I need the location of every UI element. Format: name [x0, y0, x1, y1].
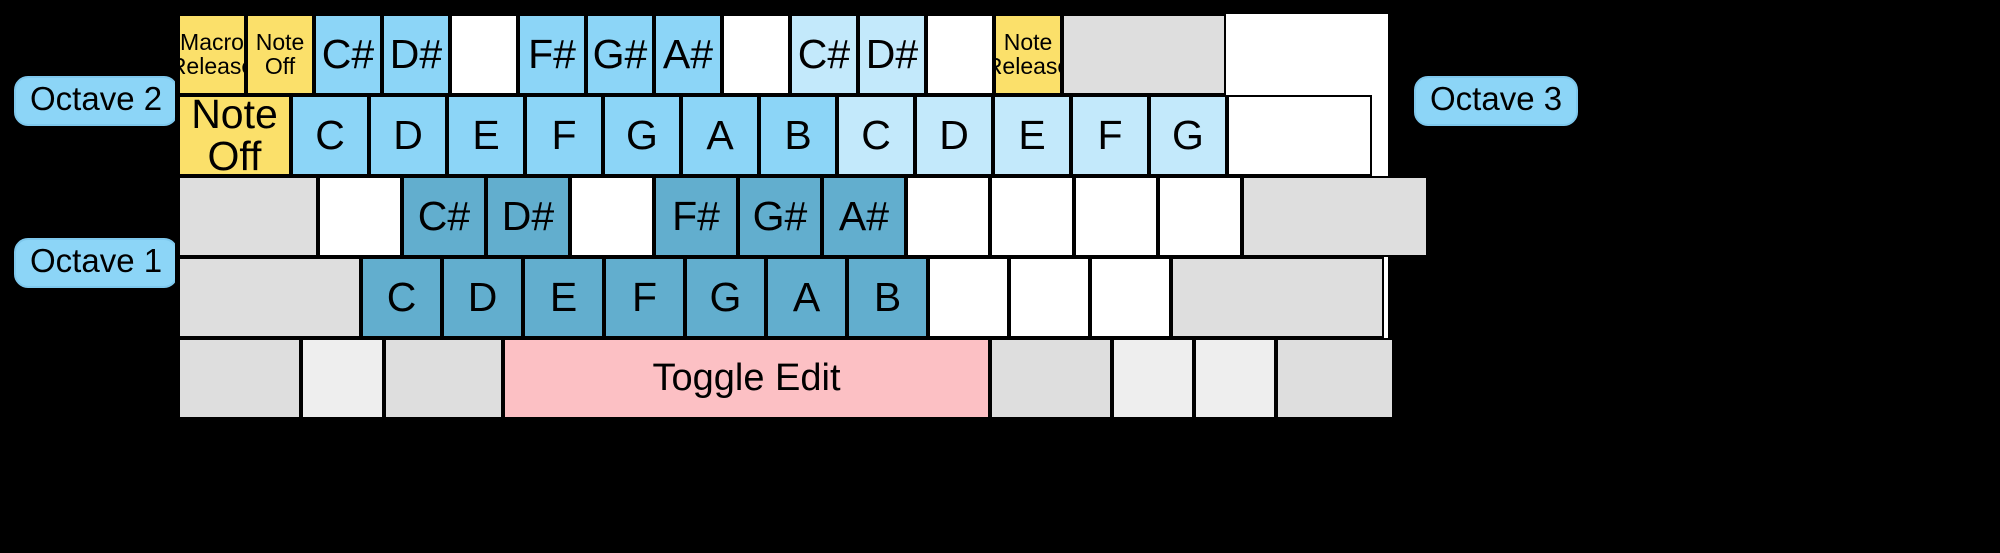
key-toggle-edit[interactable]: Toggle Edit	[503, 338, 990, 419]
key-note-off[interactable]: Note Off	[246, 14, 314, 95]
key-c[interactable]: C	[361, 257, 442, 338]
octave-3-label: Octave 3	[1414, 76, 1579, 126]
key-f[interactable]: F	[1071, 95, 1149, 176]
key-c-sharp[interactable]: C#	[402, 176, 486, 257]
key-blank-r4-7[interactable]	[1276, 338, 1394, 419]
keyboard-row-asdf: C#D# F#G#A#	[178, 176, 1428, 257]
key-c-sharp[interactable]: C#	[790, 14, 858, 95]
keyboard-row-number: Macro ReleaseNote OffC#D#F#G#A#C#D#Note …	[178, 14, 1388, 95]
key-g[interactable]: G	[1149, 95, 1227, 176]
keyboard-row-space: Toggle Edit	[178, 338, 1394, 419]
key-blank-r3-0[interactable]	[178, 257, 361, 338]
key-note-off[interactable]: Note Off	[178, 95, 291, 176]
key-blank-r0-4[interactable]	[450, 14, 518, 95]
key-blank-r4-6[interactable]	[1194, 338, 1276, 419]
key-blank-r4-1[interactable]	[301, 338, 384, 419]
keyboard-grid: Macro ReleaseNote OffC#D#F#G#A#C#D#Note …	[175, 11, 1428, 419]
key-g[interactable]: G	[685, 257, 766, 338]
key-f[interactable]: F	[525, 95, 603, 176]
key-macro-release[interactable]: Macro Release	[178, 14, 246, 95]
key-g[interactable]: G	[603, 95, 681, 176]
key-blank-r2-8[interactable]	[906, 176, 990, 257]
key-blank-r3-11[interactable]	[1171, 257, 1384, 338]
key-a[interactable]: A	[681, 95, 759, 176]
key-blank-r3-10[interactable]	[1090, 257, 1171, 338]
key-blank-r2-12[interactable]	[1242, 176, 1428, 257]
key-c[interactable]: C	[837, 95, 915, 176]
key-blank-r0-11[interactable]	[926, 14, 994, 95]
key-d-sharp[interactable]: D#	[382, 14, 450, 95]
octave-2-label: Octave 2	[14, 76, 179, 126]
key-d-sharp[interactable]: D#	[858, 14, 926, 95]
key-f-sharp[interactable]: F#	[654, 176, 738, 257]
key-d[interactable]: D	[915, 95, 993, 176]
key-blank-r2-11[interactable]	[1158, 176, 1242, 257]
key-blank-r2-10[interactable]	[1074, 176, 1158, 257]
key-d[interactable]: D	[442, 257, 523, 338]
key-d[interactable]: D	[369, 95, 447, 176]
key-e[interactable]: E	[523, 257, 604, 338]
key-blank-r0-13[interactable]	[1062, 14, 1226, 95]
key-f[interactable]: F	[604, 257, 685, 338]
key-e[interactable]: E	[993, 95, 1071, 176]
key-blank-r0-8[interactable]	[722, 14, 790, 95]
key-c-sharp[interactable]: C#	[314, 14, 382, 95]
key-b[interactable]: B	[759, 95, 837, 176]
key-blank-r2-0[interactable]	[178, 176, 318, 257]
key-blank-r4-0[interactable]	[178, 338, 301, 419]
key-b[interactable]: B	[847, 257, 928, 338]
key-blank-r4-4[interactable]	[990, 338, 1112, 419]
key-g-sharp[interactable]: G#	[738, 176, 822, 257]
key-d-sharp[interactable]: D#	[486, 176, 570, 257]
key-blank-r1-13[interactable]	[1227, 95, 1372, 176]
key-blank-r2-9[interactable]	[990, 176, 1074, 257]
key-blank-r3-8[interactable]	[928, 257, 1009, 338]
key-a-sharp[interactable]: A#	[654, 14, 722, 95]
key-note-release[interactable]: Note Release	[994, 14, 1062, 95]
key-blank-r4-2[interactable]	[384, 338, 503, 419]
key-g-sharp[interactable]: G#	[586, 14, 654, 95]
key-a-sharp[interactable]: A#	[822, 176, 906, 257]
key-f-sharp[interactable]: F#	[518, 14, 586, 95]
key-a[interactable]: A	[766, 257, 847, 338]
key-blank-r3-9[interactable]	[1009, 257, 1090, 338]
key-c[interactable]: C	[291, 95, 369, 176]
key-e[interactable]: E	[447, 95, 525, 176]
key-blank-r2-1[interactable]	[318, 176, 402, 257]
key-blank-r2-4[interactable]	[570, 176, 654, 257]
key-blank-r4-5[interactable]	[1112, 338, 1194, 419]
octave-1-label: Octave 1	[14, 238, 179, 288]
